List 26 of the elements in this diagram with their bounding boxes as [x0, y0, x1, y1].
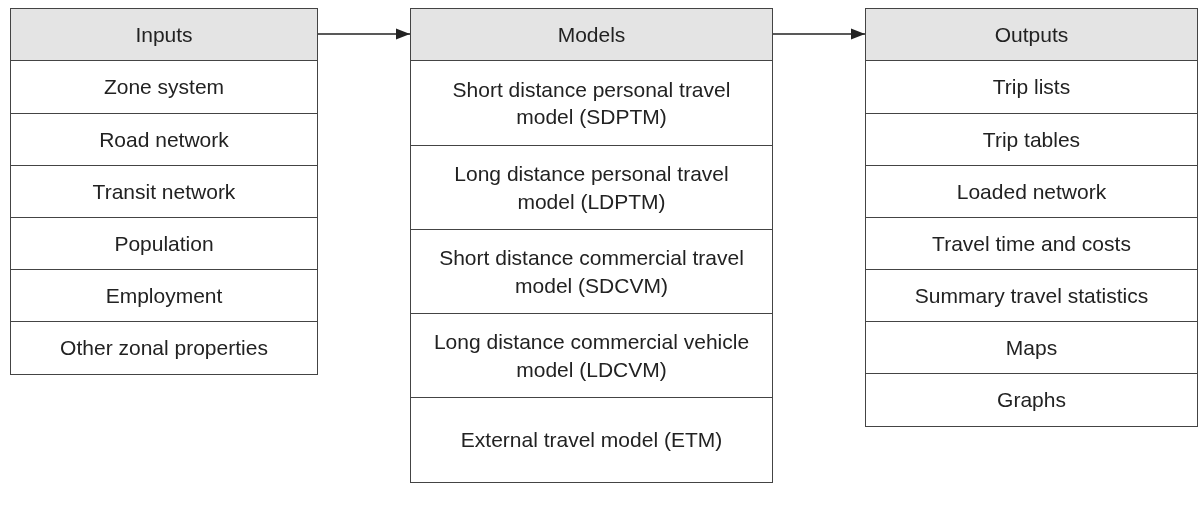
column-header: Inputs [11, 9, 317, 61]
arrow [317, 28, 411, 40]
list-item: Zone system [102, 74, 226, 101]
list-item: Long distance personal travel model (LDPTM) [453, 161, 730, 215]
column-header: Outputs [866, 9, 1197, 61]
list-item: Transit network [91, 178, 237, 205]
list-item: Travel time and costs [931, 230, 1132, 257]
list-item: Short distance personal travel model (SDPTM) [451, 76, 732, 130]
column-panel [10, 8, 318, 375]
column-header: Models [411, 9, 772, 61]
list-item: Graphs [996, 386, 1067, 413]
list-item: Road network [98, 126, 230, 153]
list-item: Other zonal properties [59, 334, 269, 361]
list-item: Summary travel statistics [913, 282, 1150, 309]
list-item: Employment [104, 282, 224, 309]
list-item: Loaded network [955, 178, 1108, 205]
list-item: Long distance commercial vehicle model (LDCVM) [432, 329, 751, 383]
column-panel [865, 8, 1198, 427]
list-item: Maps [1004, 334, 1059, 361]
list-item: Trip tables [981, 126, 1082, 153]
list-item: Short distance commercial travel model (SDCVM) [438, 245, 745, 299]
column-panel [410, 8, 773, 483]
list-item: Population [113, 230, 215, 257]
list-item: Trip lists [991, 74, 1072, 101]
list-item: External travel model (ETM) [459, 426, 724, 453]
arrow [772, 28, 866, 40]
